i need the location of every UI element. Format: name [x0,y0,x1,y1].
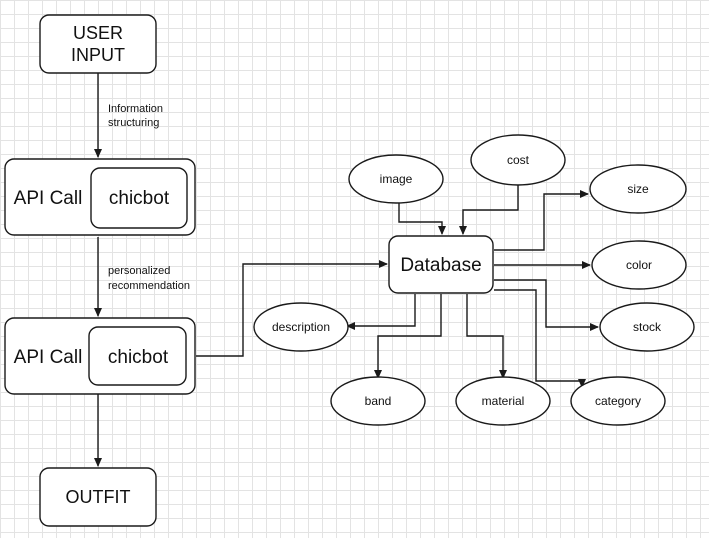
attribute-cost-label: cost [507,153,530,167]
attribute-image-label: image [380,172,413,186]
database-label: Database [400,255,481,276]
attribute-cost: cost [470,134,566,186]
outfit-label: OUTFIT [66,487,131,507]
attribute-category-label: category [595,394,641,408]
edge-database-to-material [466,294,507,379]
edge-database-to-band [374,294,442,379]
attribute-description-label: description [272,320,330,334]
attribute-color: color [591,240,687,290]
attribute-stock-label: stock [633,320,662,334]
chicbot-1-label: chicbot [109,188,170,209]
api-call-1-node: API Call chicbot [4,158,196,236]
attribute-material-label: material [482,394,525,408]
attribute-category: category [570,376,666,426]
outfit-node: OUTFIT [39,467,157,527]
api-call-1-label: API Call [14,188,83,209]
chicbot-2-label: chicbot [108,347,169,368]
edge-database-to-description [346,294,416,330]
attribute-size: size [589,164,687,214]
attribute-size-label: size [627,182,649,196]
edge-cost-to-database [459,185,519,235]
attribute-material: material [455,376,551,426]
edge-database-to-stock [494,279,599,331]
api-call-2-label: API Call [14,347,83,368]
database-node: Database [388,235,494,294]
attribute-band: band [330,376,426,426]
chicbot-1-box [90,167,188,229]
edge-api-call-2-to-database [196,260,388,357]
chicbot-2-box [88,326,187,386]
attribute-description: description [253,302,349,352]
attribute-color-label: color [626,258,652,272]
api-call-2-node: API Call chicbot [4,317,196,395]
attribute-stock: stock [599,302,695,352]
attribute-image: image [348,154,444,204]
attribute-band-label: band [365,394,392,408]
edge-database-to-category [494,289,586,388]
edge-database-to-size [494,190,589,251]
edge-image-to-database [398,203,446,235]
